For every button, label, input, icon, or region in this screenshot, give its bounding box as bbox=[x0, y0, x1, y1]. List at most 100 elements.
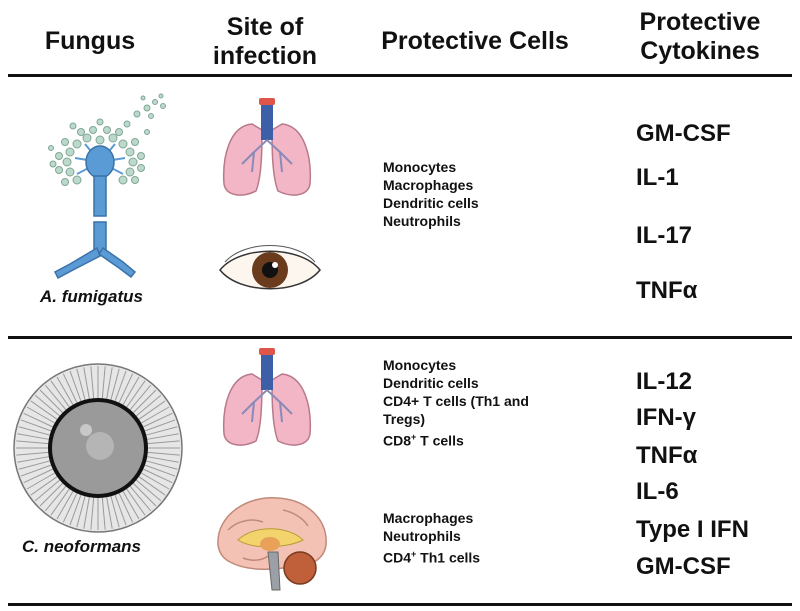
capsule-fiber bbox=[69, 370, 82, 402]
capsule-fiber bbox=[133, 389, 157, 413]
capsule-fiber bbox=[50, 380, 70, 408]
capsule-fiber bbox=[118, 493, 134, 523]
brain-icon bbox=[217, 497, 327, 591]
cell-item: CD4+ T cells (Th1 and bbox=[383, 393, 529, 409]
header-site-line1: Site of bbox=[226, 13, 304, 41]
capsule-fiber bbox=[135, 479, 162, 502]
cell-item: Neutrophils bbox=[383, 528, 461, 544]
capsule-fiber bbox=[122, 491, 140, 520]
bottom-divider bbox=[8, 603, 792, 606]
capsule-fiber bbox=[16, 451, 49, 456]
cell-item: Dendritic cells bbox=[383, 195, 479, 211]
capsule-fiber bbox=[76, 496, 86, 528]
capsule-fiber bbox=[101, 366, 106, 399]
capsule-fiber bbox=[83, 367, 90, 399]
capsule-fiber bbox=[39, 483, 63, 507]
capsule-fiber bbox=[30, 400, 58, 420]
lungs-icon bbox=[222, 348, 312, 446]
cells-list-aspergillus: Monocytes Macrophages Dendritic cells Ne… bbox=[383, 158, 479, 230]
capsule-fiber bbox=[56, 491, 74, 520]
capsule-fiber bbox=[23, 412, 53, 428]
capsule-fiber bbox=[114, 494, 127, 526]
cd4-base: CD4 bbox=[383, 549, 412, 566]
cd4-sup: + bbox=[411, 549, 417, 559]
capsule-fiber bbox=[147, 433, 179, 440]
capsule-fiber bbox=[34, 394, 61, 417]
cd8-rest: T cells bbox=[416, 432, 464, 449]
row-divider bbox=[8, 336, 792, 339]
header-protective-cells: Protective Cells bbox=[381, 27, 569, 55]
header-site-of-infection: Site of infection bbox=[180, 13, 350, 71]
capsule-fiber bbox=[126, 380, 146, 408]
capsule-fiber bbox=[106, 497, 113, 529]
capsule-fiber bbox=[114, 370, 127, 402]
header-protective-cytokines: Protective Cytokines bbox=[610, 8, 790, 66]
cells-list-cryptococcus-lung: Monocytes Dendritic cells CD4+ T cells (… bbox=[383, 356, 529, 450]
cytokine-item: IL-6 bbox=[636, 478, 679, 505]
cells-list-cryptococcus-brain: Macrophages Neutrophils CD4+ Th1 cells bbox=[383, 509, 480, 567]
capsule-fiber bbox=[76, 368, 86, 400]
capsule-fiber bbox=[110, 368, 120, 400]
capsule-fiber bbox=[17, 433, 49, 440]
header-site-line2: infection bbox=[212, 42, 318, 70]
cell-item: Tregs) bbox=[383, 411, 426, 427]
capsule-fiber bbox=[138, 400, 166, 420]
capsule-fiber bbox=[90, 497, 95, 530]
capsule-fiber bbox=[26, 406, 55, 424]
capsule-fiber bbox=[44, 485, 67, 512]
header-fungus: Fungus bbox=[44, 27, 136, 55]
cytokine-item: IFN-γ bbox=[636, 404, 696, 431]
capsule-fiber bbox=[147, 451, 180, 456]
cell-item: Macrophages bbox=[383, 510, 474, 526]
capsule-fiber bbox=[18, 426, 50, 436]
cytokine-item: Type I IFN bbox=[636, 516, 749, 543]
cell-item-cd4: CD4+ Th1 cells bbox=[383, 545, 480, 567]
capsule-fiber bbox=[20, 419, 52, 432]
capsule-fiber bbox=[143, 468, 173, 484]
capsule-fiber bbox=[138, 476, 166, 496]
capsule-fiber bbox=[118, 373, 134, 403]
capsule-fiber bbox=[122, 376, 140, 405]
capsule-fiber bbox=[83, 497, 90, 529]
capsule-fiber bbox=[26, 472, 55, 490]
cd8-base: CD8 bbox=[383, 432, 412, 449]
capsule-fiber bbox=[90, 366, 95, 399]
eye-icon bbox=[219, 245, 321, 290]
capsule-fiber bbox=[101, 497, 106, 530]
capsule-fiber bbox=[34, 479, 61, 502]
capsule-fiber bbox=[143, 412, 173, 428]
cytokine-item: IL-12 bbox=[636, 368, 693, 395]
capsule-fiber bbox=[18, 460, 50, 470]
capsule-fiber bbox=[147, 456, 179, 463]
species-label-cryptococcus: C. neoformans bbox=[22, 537, 142, 556]
cd4-rest: Th1 cells bbox=[416, 549, 481, 566]
capsule-fiber bbox=[23, 468, 53, 484]
capsule-fiber bbox=[16, 440, 49, 445]
lungs-icon bbox=[222, 98, 312, 196]
cell-item: Macrophages bbox=[383, 177, 474, 193]
capsule-fiber bbox=[141, 406, 170, 424]
capsule-fiber bbox=[62, 493, 78, 523]
cell-item-cd8: CD8+ T cells bbox=[383, 428, 529, 450]
capsule-fiber bbox=[39, 389, 63, 413]
cd8-sup: + bbox=[411, 432, 417, 442]
capsule-fiber bbox=[135, 394, 162, 417]
species-label-aspergillus: A. fumigatus bbox=[40, 287, 143, 306]
capsule-fiber bbox=[30, 476, 58, 496]
cytokine-item: TNFα bbox=[636, 442, 698, 469]
aspergillus-conidiophore-icon bbox=[48, 93, 166, 280]
header-divider bbox=[8, 74, 792, 77]
cytokine-item: IL-1 bbox=[636, 164, 679, 191]
capsule-fiber bbox=[44, 384, 67, 411]
capsule-fiber bbox=[69, 494, 82, 526]
cell-item: Monocytes bbox=[383, 357, 457, 373]
cryptococcus-capsule-icon bbox=[13, 363, 183, 533]
capsule-fiber bbox=[133, 483, 157, 507]
capsule-fiber bbox=[50, 488, 70, 516]
cytokine-item: TNFα bbox=[636, 277, 698, 304]
capsule-fiber bbox=[20, 464, 52, 477]
capsule-fiber bbox=[144, 419, 176, 432]
capsule-fiber bbox=[110, 496, 120, 528]
cytokine-item: GM-CSF bbox=[636, 120, 731, 147]
capsule-fiber bbox=[126, 488, 146, 516]
